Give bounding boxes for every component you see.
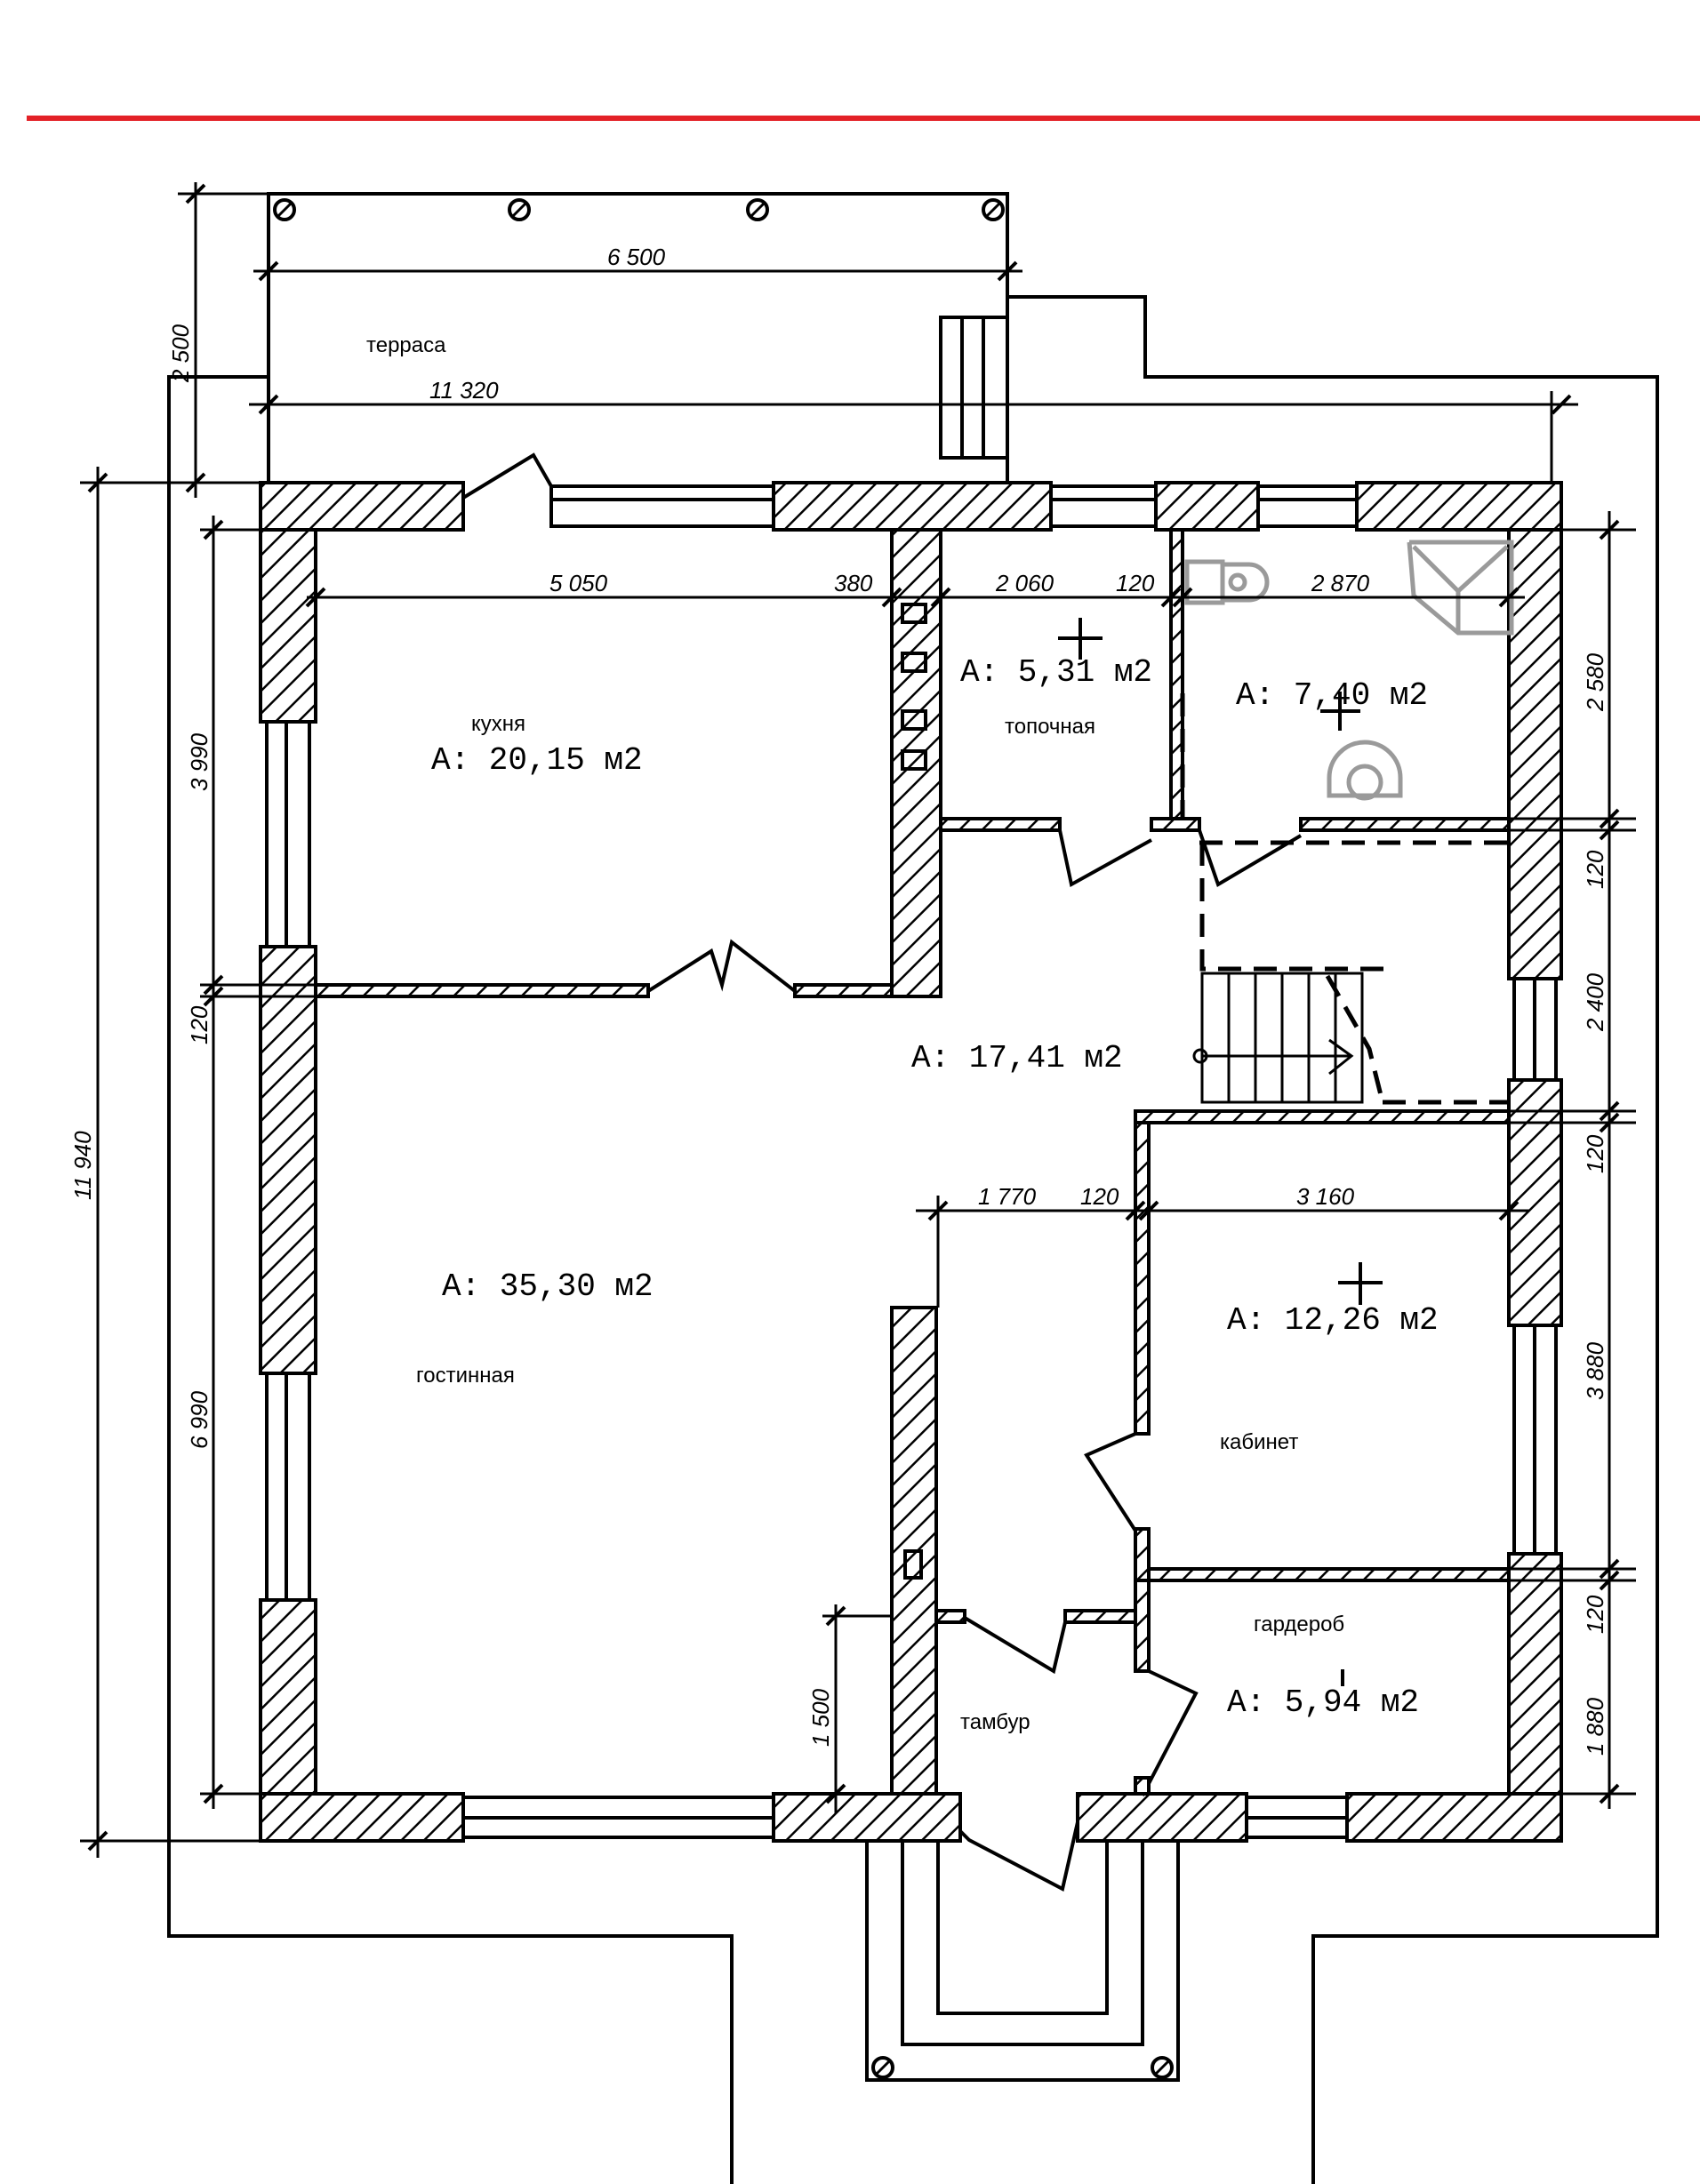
dim-right-120-b: 120 [1582,1134,1608,1173]
window-top-3 [1256,484,1359,528]
window-left-1 [265,720,311,948]
interior-walls [314,528,1511,1892]
dim-study-width: 3 160 [1296,1183,1355,1210]
window-left-2 [265,1372,311,1602]
dim-right-2400: 2 400 [1582,972,1608,1032]
bath-area: A: 7,40 м2 [1236,677,1428,714]
dim-boiler-width: 2 060 [995,570,1054,596]
center-marker-bath [1320,692,1360,731]
dim-kitchen-width: 5 050 [549,570,608,596]
wardrobe-door [1141,1669,1199,1796]
living-area: A: 35,30 м2 [442,1268,654,1305]
entrance-porch [865,1841,1180,2082]
porch-column-1 [871,2056,894,2079]
kitchen-area: A: 20,15 м2 [431,742,643,779]
dim-hall-1770: 1 770 [978,1183,1037,1210]
porch-column-2 [1151,2056,1174,2079]
terrace: терраса [267,192,1009,483]
toilet-icon [1184,559,1270,605]
window-bottom-1 [461,1796,775,1839]
boiler-label: топочная [1005,715,1095,739]
dimension-lines [80,182,1636,1858]
center-marker-study [1338,1262,1383,1305]
boiler-area: A: 5,31 м2 [960,654,1152,691]
exterior-walls [259,452,1563,1843]
vestibule-door [963,1616,1067,1675]
dim-overall-width: 11 320 [429,377,499,404]
kitchen-door [646,939,797,993]
dim-bath-width: 2 870 [1311,570,1370,596]
wardrobe-area: A: 5,94 м2 [1227,1684,1419,1721]
dim-kitchen-depth: 3 990 [186,732,212,791]
site-outline [167,375,734,2184]
dim-wall-380: 380 [834,570,873,596]
bath-door [1198,829,1303,887]
chimney-flue [901,603,927,771]
vestibule-label: тамбур [960,1710,1030,1734]
washbasin-icon [1327,740,1403,801]
dim-right-120-c: 120 [1582,1595,1608,1634]
center-marker-boiler [1058,618,1103,660]
dim-vestibule-1500: 1 500 [807,1688,834,1747]
dim-terrace-width: 6 500 [607,244,666,270]
entrance-door [958,1821,1079,1892]
shower-tray-icon [1407,540,1514,636]
window-top-2 [1049,484,1158,528]
dim-right-2580: 2 580 [1582,652,1608,712]
dim-terrace-depth: 2 500 [167,324,194,383]
dim-right-1880: 1 880 [1582,1697,1608,1756]
dim-right-120-a: 120 [1582,850,1608,889]
wardrobe-label: гардероб [1254,1612,1344,1636]
study-door [1084,1432,1137,1532]
window-right-2 [1512,1324,1558,1556]
study-label: кабинет [1220,1430,1298,1454]
dim-overall-height: 11 940 [69,1131,96,1200]
dim-hall-120: 120 [1080,1183,1119,1210]
study-area: A: 12,26 м2 [1227,1302,1439,1339]
site-outline-right [1007,295,1659,2184]
terrace-column-1 [273,198,296,221]
terrace-column-2 [508,198,531,221]
dim-living-depth: 6 990 [186,1390,212,1449]
terrace-column-3 [746,198,769,221]
living-label: гостинная [416,1364,515,1388]
terrace-column-4 [982,198,1005,221]
terrace-door [461,452,553,507]
hall-area: A: 17,41 м2 [911,1040,1123,1076]
kitchen-label: кухня [471,712,525,736]
boiler-door [1058,829,1152,888]
dim-left-partition: 120 [186,1005,212,1044]
window-right-1 [1512,977,1558,1082]
terrace-label: терраса [366,333,446,357]
window-top-1 [549,484,775,528]
window-bottom-2 [1245,1796,1349,1839]
terrace-steps [939,316,1009,460]
dim-right-3880: 3 880 [1582,1341,1608,1400]
staircase [1192,972,1385,1104]
dim-partition-120-top: 120 [1116,570,1155,596]
